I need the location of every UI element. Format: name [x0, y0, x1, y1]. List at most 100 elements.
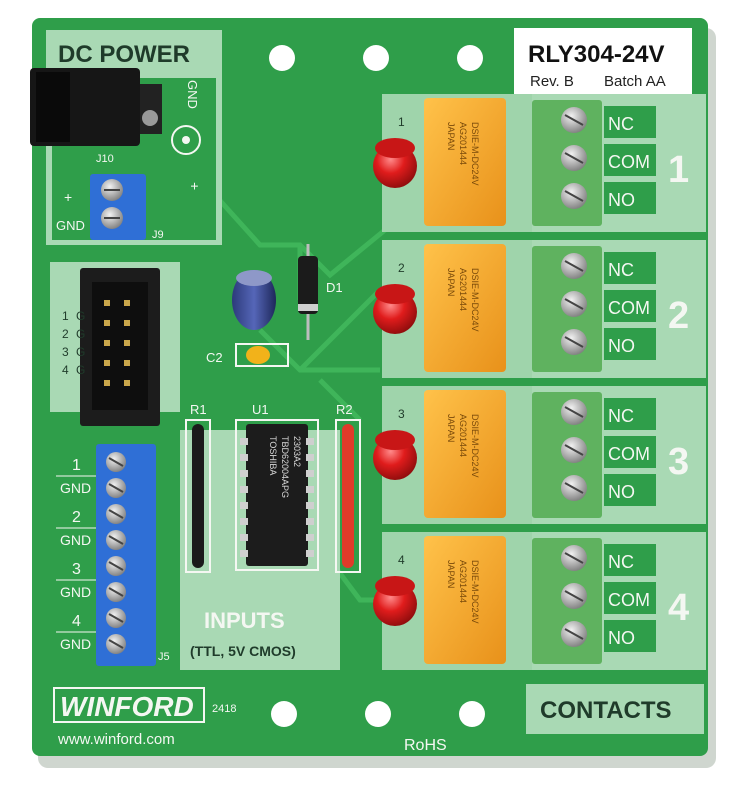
header-pin-label: 3 [62, 345, 69, 359]
contact-nc-label: NC [608, 552, 634, 572]
svg-text:GND: GND [60, 532, 91, 548]
driver-ic-u1: TOSHIBA TBD62004APG 2303A2 [235, 419, 319, 571]
svg-text:AG201444: AG201444 [458, 414, 468, 457]
led-number: 1 [398, 115, 405, 129]
svg-text:JAPAN: JAPAN [446, 122, 456, 150]
header-pin-label: G [76, 345, 85, 359]
mounting-hole [365, 701, 391, 727]
polarity-icon [171, 125, 201, 155]
r2-label: R2 [336, 402, 353, 417]
logo-box [53, 687, 205, 723]
led-number: 2 [398, 261, 405, 275]
svg-text:TBD62004APG: TBD62004APG [280, 436, 290, 498]
contact-no-label: NO [608, 190, 635, 210]
contact-com-label: COM [608, 590, 650, 610]
led-number: 4 [398, 553, 405, 567]
header-pin-label: 1 [62, 309, 69, 323]
header-pin-label: 2 [62, 327, 69, 341]
channel-number: 1 [668, 149, 689, 191]
mounting-hole [269, 45, 295, 71]
input-terminal-labels: 1 GND 2 GND 3 GND 4 GND [60, 457, 91, 652]
model-label-box [514, 28, 692, 96]
contact-no-label: NO [608, 336, 635, 356]
j9-terminal-block [90, 174, 146, 240]
contact-no-label: NO [608, 628, 635, 648]
led-number: 3 [398, 407, 405, 421]
contact-terminal-block [532, 392, 602, 518]
header-pin-label: G [76, 327, 85, 341]
contact-nc-label: NC [608, 260, 634, 280]
dc-power-title: DC POWER [58, 41, 190, 68]
contact-nc-label: NC [608, 406, 634, 426]
j10-label: J10 [96, 153, 114, 165]
header-pin-label: 4 [62, 363, 69, 377]
channel-number: 4 [668, 587, 689, 629]
mounting-hole [271, 701, 297, 727]
c2-label: C2 [206, 350, 223, 365]
svg-text:1: 1 [72, 457, 81, 474]
svg-text:AG201444: AG201444 [458, 268, 468, 311]
contact-nc-label: NC [608, 114, 634, 134]
led-indicator [373, 138, 417, 188]
j5-terminal-block [96, 444, 156, 666]
contact-terminal-block [532, 246, 602, 372]
svg-text:DSIE-M-DC24V: DSIE-M-DC24V [470, 414, 480, 478]
svg-text:TOSHIBA: TOSHIBA [268, 436, 278, 475]
website-label: www.winford.com [57, 731, 175, 748]
contact-terminal-block [532, 538, 602, 664]
model-name: RLY304-24V [528, 41, 665, 68]
contact-com-label: COM [608, 444, 650, 464]
svg-text:JAPAN: JAPAN [446, 560, 456, 588]
r1-label: R1 [190, 402, 207, 417]
j9-plus-label: + [64, 189, 72, 205]
contact-com-label: COM [608, 152, 650, 172]
channel-number: 2 [668, 295, 689, 337]
contact-no-label: NO [608, 482, 635, 502]
j9-gnd-label: GND [56, 218, 85, 233]
svg-text:GND: GND [60, 584, 91, 600]
header-pin-label: G [76, 363, 85, 377]
j9-label: J9 [152, 229, 164, 241]
svg-text:AG201444: AG201444 [458, 122, 468, 165]
contacts-panel [526, 684, 704, 734]
svg-text:DSIE-M-DC24V: DSIE-M-DC24V [470, 560, 480, 624]
gnd-label: GND [185, 80, 200, 109]
header-pin-label: G [76, 309, 85, 323]
led-indicator [373, 430, 417, 480]
contact-com-label: COM [608, 298, 650, 318]
inputs-title: INPUTS [204, 608, 285, 633]
resistor-r1 [192, 424, 204, 568]
electrolytic-capacitor [232, 270, 276, 330]
mounting-hole [363, 45, 389, 71]
winford-logo: WINFORD [60, 691, 194, 722]
channel-number: 3 [668, 441, 689, 483]
svg-text:GND: GND [60, 636, 91, 652]
svg-text:4: 4 [72, 613, 81, 630]
date-code: 2418 [212, 703, 236, 715]
svg-text:AG201444: AG201444 [458, 560, 468, 603]
svg-text:2: 2 [72, 509, 81, 526]
svg-text:GND: GND [60, 480, 91, 496]
ceramic-capacitor-c2 [235, 343, 289, 367]
dc-barrel-jack [30, 68, 162, 146]
batch: Batch AA [604, 73, 666, 90]
diode-d1 [298, 244, 318, 340]
contact-terminal-block [532, 100, 602, 226]
plus-label: + [187, 182, 203, 190]
led-indicator [373, 576, 417, 626]
svg-text:DSIE-M-DC24V: DSIE-M-DC24V [470, 268, 480, 332]
svg-text:JAPAN: JAPAN [446, 414, 456, 442]
u1-label: U1 [252, 402, 269, 417]
rohs-label: RoHS [404, 737, 447, 754]
svg-text:JAPAN: JAPAN [446, 268, 456, 296]
svg-text:2303A2: 2303A2 [292, 436, 302, 467]
inputs-subtitle: (TTL, 5V CMOS) [190, 643, 296, 659]
